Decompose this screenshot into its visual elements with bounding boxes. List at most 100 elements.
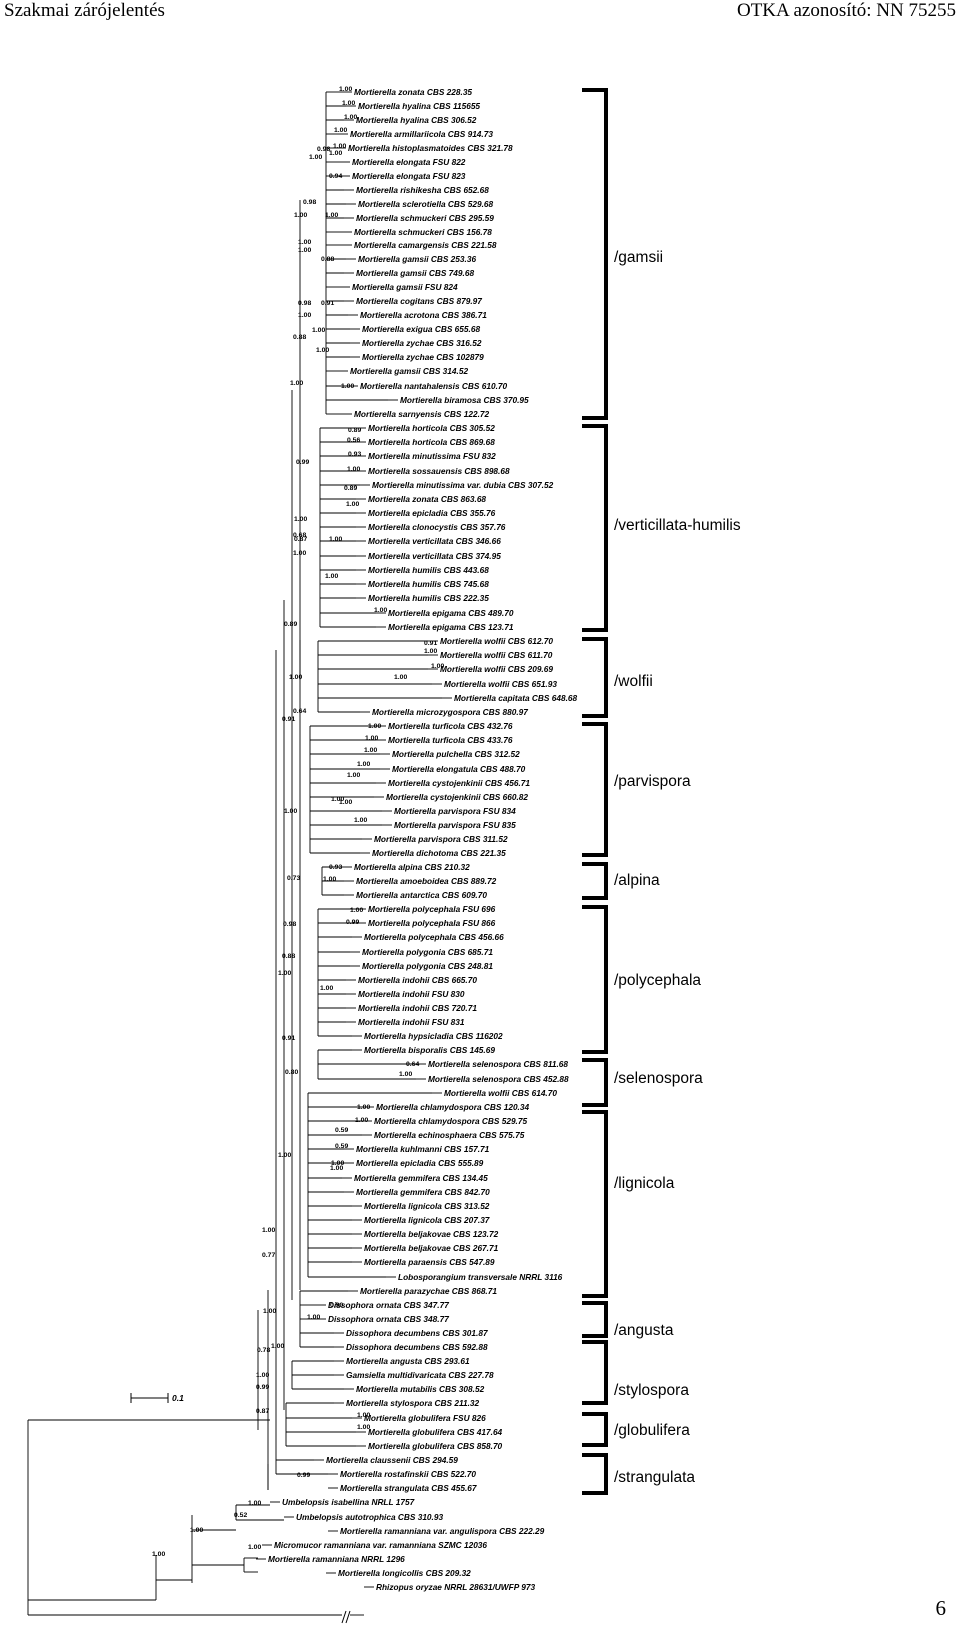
support-value: 1.00 bbox=[333, 143, 346, 150]
taxon-label: Mortierella minutissima FSU 832 bbox=[368, 451, 496, 461]
clade-bracket bbox=[582, 1412, 608, 1447]
clade-bracket bbox=[582, 1110, 608, 1298]
support-value: 1.00 bbox=[368, 723, 381, 730]
taxon-label: Mortierella elongata FSU 822 bbox=[352, 157, 466, 167]
page-header-left: Szakmai zárójelentés bbox=[4, 0, 165, 21]
taxon-label: Mortierella lignicola CBS 313.52 bbox=[364, 1201, 490, 1211]
taxon-labels: Mortierella zonata CBS 228.35Mortierella… bbox=[268, 87, 578, 1592]
support-value: 1.00 bbox=[339, 799, 352, 806]
support-value: 1.00 bbox=[309, 154, 322, 161]
taxon-label: Mortierella alpina CBS 210.32 bbox=[354, 862, 470, 872]
page-header-right: OTKA azonosító: NN 75255 bbox=[736, 0, 956, 21]
support-value: 0.77 bbox=[262, 1252, 275, 1259]
taxon-label: Mortierella hyalina CBS 306.52 bbox=[356, 115, 477, 125]
taxon-label: Dissophora ornata CBS 348.77 bbox=[328, 1314, 449, 1324]
taxon-label: Mortierella schmuckeri CBS 156.78 bbox=[354, 227, 492, 237]
taxon-label: Mortierella cystojenkinii CBS 660.82 bbox=[386, 792, 528, 802]
taxon-label: Mortierella kuhlmanni CBS 157.71 bbox=[356, 1144, 490, 1154]
clade-label: /selenospora bbox=[614, 1070, 703, 1087]
taxon-label: Dissophora decumbens CBS 301.87 bbox=[346, 1328, 488, 1338]
support-value: 0.64 bbox=[406, 1061, 419, 1068]
taxon-label: Mortierella rostafinskii CBS 522.70 bbox=[340, 1469, 476, 1479]
support-value: 1.00 bbox=[325, 212, 338, 219]
support-value: 1.00 bbox=[347, 772, 360, 779]
support-value: 0.98 bbox=[303, 199, 316, 206]
taxon-label: Mortierella epicladia CBS 355.76 bbox=[368, 508, 496, 518]
taxon-label: Umbelopsis autotrophica CBS 310.93 bbox=[296, 1512, 443, 1522]
taxon-label: Mortierella elongata FSU 823 bbox=[352, 171, 466, 181]
support-value: 0.99 bbox=[346, 919, 359, 926]
taxon-label: Mortierella hypsicladia CBS 116202 bbox=[364, 1031, 503, 1041]
taxon-label: Mortierella histoplasmatoides CBS 321.78 bbox=[348, 143, 513, 153]
taxon-label: Mortierella claussenii CBS 294.59 bbox=[326, 1455, 458, 1465]
taxon-label: Mortierella gemmifera CBS 842.70 bbox=[356, 1187, 490, 1197]
support-value: 1.00 bbox=[354, 817, 367, 824]
support-value: 1.00 bbox=[334, 127, 347, 134]
taxon-label: Mortierella parvispora FSU 834 bbox=[394, 806, 516, 816]
taxon-label: Mortierella turficola CBS 433.76 bbox=[388, 735, 513, 745]
taxon-label: Gamsiella multidivaricata CBS 227.78 bbox=[346, 1370, 494, 1380]
taxon-label: Mortierella stylospora CBS 211.32 bbox=[346, 1398, 479, 1408]
taxon-label: Mortierella parvispora FSU 835 bbox=[394, 820, 516, 830]
taxon-label: Mortierella lignicola CBS 207.37 bbox=[364, 1215, 490, 1225]
taxon-label: Mortierella armillariicola CBS 914.73 bbox=[350, 129, 493, 139]
taxon-label: Mortierella cystojenkinii CBS 456.71 bbox=[388, 778, 530, 788]
taxon-label: Mortierella exigua CBS 655.68 bbox=[362, 324, 480, 334]
clade-bracket bbox=[582, 905, 608, 1054]
taxon-label: Dissophora decumbens CBS 592.88 bbox=[346, 1342, 488, 1352]
scale-bar-label: 0.1 bbox=[172, 1393, 184, 1403]
clade-label: /globulifera bbox=[614, 1422, 690, 1439]
taxon-label: Mortierella zonata CBS 228.35 bbox=[354, 87, 472, 97]
support-value: 1.00 bbox=[350, 907, 363, 914]
support-value: 0.80 bbox=[285, 1069, 298, 1076]
clade-bracket bbox=[582, 862, 608, 900]
taxon-label: Mortierella gamsii CBS 749.68 bbox=[356, 268, 474, 278]
support-value: 1.00 bbox=[364, 747, 377, 754]
taxon-label: Lobosporangium transversale NRRL 3116 bbox=[398, 1272, 563, 1282]
support-value: 0.90 bbox=[330, 1302, 343, 1309]
support-value: 1.00 bbox=[320, 985, 333, 992]
support-value: 1.00 bbox=[357, 761, 370, 768]
support-value: 1.00 bbox=[342, 100, 355, 107]
taxon-label: Mortierella beljakovae CBS 267.71 bbox=[364, 1243, 499, 1253]
taxon-label: Mortierella mutabilis CBS 308.52 bbox=[356, 1384, 485, 1394]
taxon-label: Mortierella turficola CBS 432.76 bbox=[388, 721, 513, 731]
support-value: 1.00 bbox=[248, 1500, 261, 1507]
taxon-label: Mortierella rishikesha CBS 652.68 bbox=[356, 185, 489, 195]
taxon-label: Mortierella horticola CBS 305.52 bbox=[368, 423, 495, 433]
taxon-label: Mortierella acrotona CBS 386.71 bbox=[360, 310, 487, 320]
support-value: 1.00 bbox=[248, 1544, 261, 1551]
clade-label: /lignicola bbox=[614, 1175, 675, 1192]
taxon-label: Mortierella selenospora CBS 811.68 bbox=[428, 1059, 568, 1069]
support-value: 0.73 bbox=[287, 875, 300, 882]
taxon-label: Mortierella globulifera FSU 826 bbox=[364, 1413, 486, 1423]
taxon-label: Mortierella strangulata CBS 455.67 bbox=[340, 1483, 477, 1493]
taxon-label: Mortierella angusta CBS 293.61 bbox=[346, 1356, 470, 1366]
support-value: 0.91 bbox=[321, 300, 334, 307]
support-value: 0.87 bbox=[294, 536, 307, 543]
clade-bracket bbox=[582, 1058, 608, 1107]
support-values: 1.001.001.001.001.000.981.001.000.940.98… bbox=[152, 86, 444, 1558]
taxon-label: Mortierella cogitans CBS 879.97 bbox=[356, 296, 482, 306]
support-value: 1.00 bbox=[339, 86, 352, 93]
taxon-label: Mortierella humilis CBS 443.68 bbox=[368, 565, 489, 575]
support-value: 0.88 bbox=[293, 334, 306, 341]
taxon-label: Mortierella bisporalis CBS 145.69 bbox=[364, 1045, 495, 1055]
support-value: 0.99 bbox=[296, 459, 309, 466]
support-value: 1.00 bbox=[263, 1308, 276, 1315]
taxon-label: Mortierella epicladia CBS 555.89 bbox=[356, 1158, 484, 1168]
support-value: 1.00 bbox=[325, 573, 338, 580]
taxon-label: Mortierella parazychae CBS 868.71 bbox=[360, 1286, 497, 1296]
clade-labels: /gamsii/verticillata-humilis/wolfii/parv… bbox=[614, 249, 741, 1486]
support-value: 1.00 bbox=[190, 1527, 203, 1534]
taxon-label: Mortierella wolfii CBS 612.70 bbox=[440, 636, 553, 646]
taxon-label: Mortierella echinosphaera CBS 575.75 bbox=[374, 1130, 525, 1140]
taxon-label: Mortierella selenospora CBS 452.88 bbox=[428, 1074, 569, 1084]
taxon-label: Mortierella amoeboidea CBS 889.72 bbox=[356, 876, 497, 886]
taxon-label: Mortierella polycephala FSU 696 bbox=[368, 904, 496, 914]
support-value: 1.00 bbox=[278, 970, 291, 977]
taxon-label: Mortierella gamsii CBS 314.52 bbox=[350, 366, 468, 376]
support-value: 1.00 bbox=[298, 239, 311, 246]
taxon-label: Mortierella minutissima var. dubia CBS 3… bbox=[372, 480, 554, 490]
